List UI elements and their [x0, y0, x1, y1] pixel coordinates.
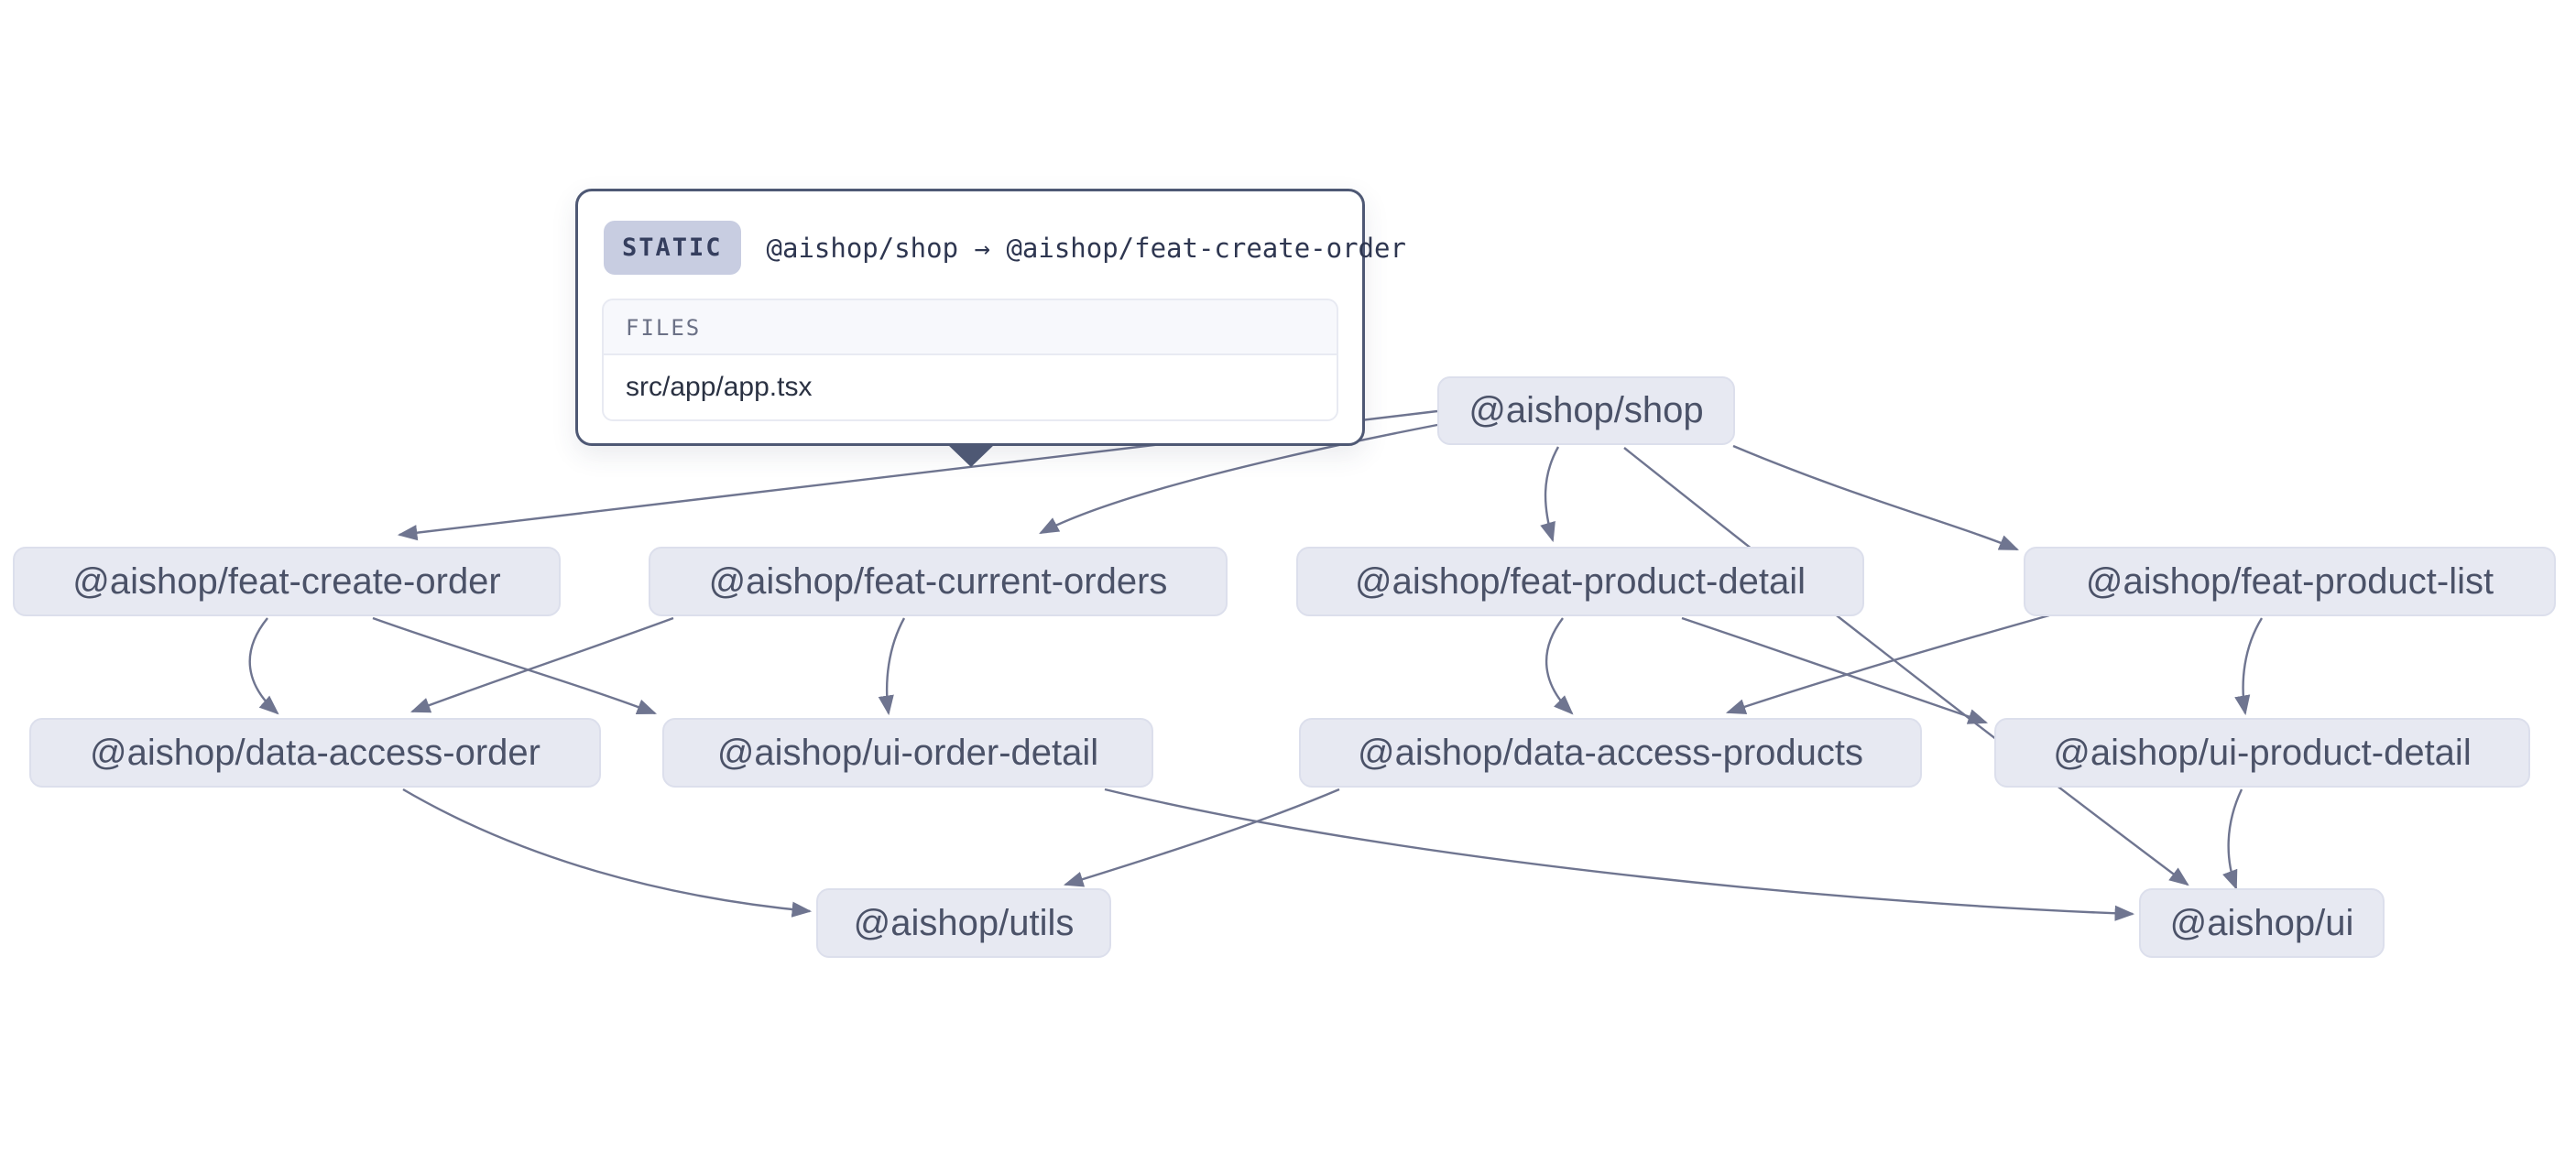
graph-node-ui-order-detail[interactable]: @aishop/ui-order-detail — [662, 718, 1153, 788]
edge-feat-create-order--ui-order-detail[interactable] — [372, 616, 658, 715]
graph-node-feat-product-detail[interactable]: @aishop/feat-product-detail — [1296, 547, 1864, 616]
edge-feat-product-detail--ui-product-detail[interactable] — [1681, 616, 1989, 724]
graph-node-feat-create-order[interactable]: @aishop/feat-create-order — [13, 547, 561, 616]
graph-node-feat-product-list[interactable]: @aishop/feat-product-list — [2024, 547, 2556, 616]
edge-shop--ui[interactable] — [1623, 447, 2189, 886]
tooltip-header: STATIC @aishop/shop → @aishop/feat-creat… — [604, 221, 1406, 275]
edge-data-access-order--utils[interactable] — [402, 788, 813, 918]
edge-feat-current-orders--ui-order-detail[interactable] — [878, 617, 906, 716]
edge-shop--feat-product-list[interactable] — [1732, 444, 2019, 551]
edge-feat-create-order--data-access-order[interactable] — [248, 617, 279, 715]
edge-data-access-products--utils[interactable] — [1063, 788, 1340, 887]
tooltip-files-box: FILES src/app/app.tsx — [602, 299, 1338, 421]
edge-feat-product-detail--data-access-products[interactable] — [1545, 617, 1574, 715]
edge-feat-current-orders--data-access-order[interactable] — [409, 616, 674, 713]
edge-type-badge: STATIC — [604, 221, 741, 275]
edge-tooltip: STATIC @aishop/shop → @aishop/feat-creat… — [575, 189, 1406, 446]
tooltip-files-label: FILES — [604, 300, 1337, 355]
graph-node-utils[interactable]: @aishop/utils — [816, 888, 1111, 958]
tooltip-edge-title: @aishop/shop → @aishop/feat-create-order — [766, 232, 1406, 264]
tooltip-files-list: src/app/app.tsx — [604, 355, 1337, 419]
graph-node-data-access-order[interactable]: @aishop/data-access-order — [29, 718, 601, 788]
edge-feat-product-list--ui-product-detail[interactable] — [2234, 617, 2264, 716]
graph-node-shop[interactable]: @aishop/shop — [1437, 376, 1735, 445]
graph-node-ui-product-detail[interactable]: @aishop/ui-product-detail — [1994, 718, 2530, 788]
edge-ui-order-detail--ui[interactable] — [1104, 788, 2135, 921]
edge-shop--feat-product-detail[interactable] — [1540, 446, 1560, 543]
edge-shop--feat-current-orders[interactable] — [1039, 423, 1438, 535]
tooltip-pointer-icon — [946, 443, 996, 467]
graph-node-ui[interactable]: @aishop/ui — [2139, 888, 2385, 958]
graph-node-data-access-products[interactable]: @aishop/data-access-products — [1299, 718, 1922, 788]
edge-feat-product-list--data-access-products[interactable] — [1725, 614, 2050, 714]
edge-ui-product-detail--ui[interactable] — [2222, 788, 2243, 891]
tooltip-file-item: src/app/app.tsx — [604, 355, 1337, 419]
graph-node-feat-current-orders[interactable]: @aishop/feat-current-orders — [649, 547, 1228, 616]
